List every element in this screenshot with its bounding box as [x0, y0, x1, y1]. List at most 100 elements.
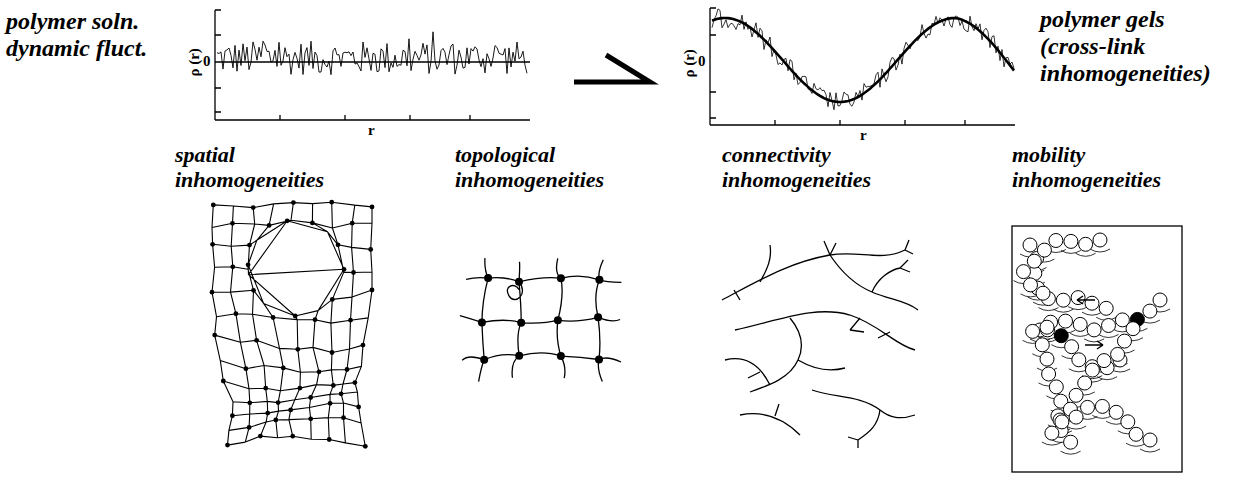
crosslink-dot: [351, 270, 356, 275]
crosslink-dot: [329, 200, 334, 205]
bead: [1085, 296, 1099, 310]
bead: [1109, 405, 1123, 419]
crosslink-dot: [370, 205, 375, 210]
bead: [1036, 286, 1050, 300]
crosslink-dot: [288, 408, 293, 413]
chain-outline: [1014, 249, 1171, 454]
crosslink-dot: [353, 380, 358, 385]
bead: [1037, 243, 1051, 257]
crosslink-dot: [361, 343, 366, 348]
crosslink-dot: [230, 221, 235, 226]
crosslink-dot: [267, 223, 272, 228]
crosslink-dot: [285, 218, 290, 223]
bead: [1024, 278, 1038, 292]
bead: [1129, 427, 1143, 441]
bead: [1045, 426, 1059, 440]
crosslink-dot: [221, 379, 226, 384]
crosslink-dot: [339, 391, 344, 396]
axis-label: ρ (r): [186, 48, 203, 76]
caption-label: polymer soln. dynamic fluct.: [6, 8, 166, 62]
crosslink-dot: [356, 405, 361, 410]
crosslink-dot: [310, 221, 315, 226]
bead: [1095, 399, 1109, 413]
crosslink-dot: [368, 247, 373, 252]
axis-label: ρ (r): [681, 49, 698, 77]
mobile-bead: [1054, 329, 1068, 343]
caption-label: mobility inhomogeneities: [1012, 143, 1182, 192]
crosslink-dot: [244, 366, 249, 371]
axis-label: r: [860, 127, 867, 144]
crosslink-dot: [281, 366, 286, 371]
crosslink-dot: [515, 352, 523, 360]
bead: [1023, 238, 1037, 252]
crosslink-dot: [251, 288, 256, 293]
bead: [1049, 234, 1063, 248]
bead: [1035, 338, 1049, 352]
crosslink-dot: [313, 317, 318, 322]
crosslink-dot: [225, 443, 230, 448]
crosslink-dot: [276, 400, 281, 405]
crosslink-dot: [210, 290, 215, 295]
plot-axes: [215, 8, 1015, 125]
bead: [1111, 347, 1125, 361]
crosslink-dot: [290, 434, 295, 439]
bead: [1085, 363, 1099, 377]
bead: [1069, 388, 1083, 402]
bead: [1079, 237, 1093, 251]
bead: [1121, 415, 1135, 429]
bead: [1143, 304, 1157, 318]
crosslink-dot: [210, 242, 215, 247]
crosslink-dot: [265, 411, 270, 416]
bead: [1056, 293, 1070, 307]
crosslink-dot: [336, 242, 341, 247]
crosslink-dot: [308, 416, 313, 421]
crosslink-dot: [327, 437, 332, 442]
bead: [1099, 301, 1113, 315]
crosslink-dot: [230, 264, 235, 269]
bead: [1102, 319, 1116, 333]
mobility-box: [1012, 226, 1182, 472]
network-strands: [212, 202, 372, 446]
crosslink-dot: [234, 311, 239, 316]
crosslink-dot: [342, 267, 347, 272]
transition-arrow: [574, 55, 650, 82]
bead: [1065, 340, 1079, 354]
crosslink-dot: [345, 367, 350, 372]
bead: [1097, 354, 1111, 368]
dynamic-fluctuation-curve: [217, 32, 527, 75]
bead: [1143, 433, 1157, 447]
crosslink-dot: [478, 318, 486, 326]
bead: [1040, 352, 1054, 366]
crosslink-dot: [291, 200, 296, 205]
crosslink-dot: [328, 401, 333, 406]
crosslink-dot: [258, 434, 263, 439]
smooth-curve: [712, 18, 1014, 102]
crosslink-dot: [263, 386, 268, 391]
crosslink-dot: [308, 395, 313, 400]
bead: [1064, 234, 1078, 248]
crosslink-dot: [363, 444, 368, 449]
bead: [1073, 317, 1087, 331]
crosslink-dot: [247, 400, 252, 405]
bead: [1040, 320, 1054, 334]
crosslink-dot: [330, 350, 335, 355]
crosslink-dot: [230, 413, 235, 418]
bead: [1072, 353, 1086, 367]
noisy-curve: [712, 9, 1014, 110]
crosslink-dot: [341, 415, 346, 420]
bead: [1055, 415, 1069, 429]
crosslink-dot: [594, 313, 602, 321]
crosslink-dot: [251, 205, 256, 210]
bead: [1078, 376, 1092, 390]
crosslink-dot: [271, 315, 276, 320]
bead: [1017, 265, 1031, 279]
bead: [1071, 291, 1085, 305]
crosslink-dot: [557, 274, 565, 282]
bead: [1049, 380, 1063, 394]
crosslink-dot: [595, 356, 603, 364]
crosslink-dot: [480, 356, 488, 364]
crosslink-dot: [517, 319, 525, 327]
crosslink-dot: [298, 386, 303, 391]
crosslink-dot: [348, 318, 353, 323]
crosslink-dot: [247, 425, 252, 430]
